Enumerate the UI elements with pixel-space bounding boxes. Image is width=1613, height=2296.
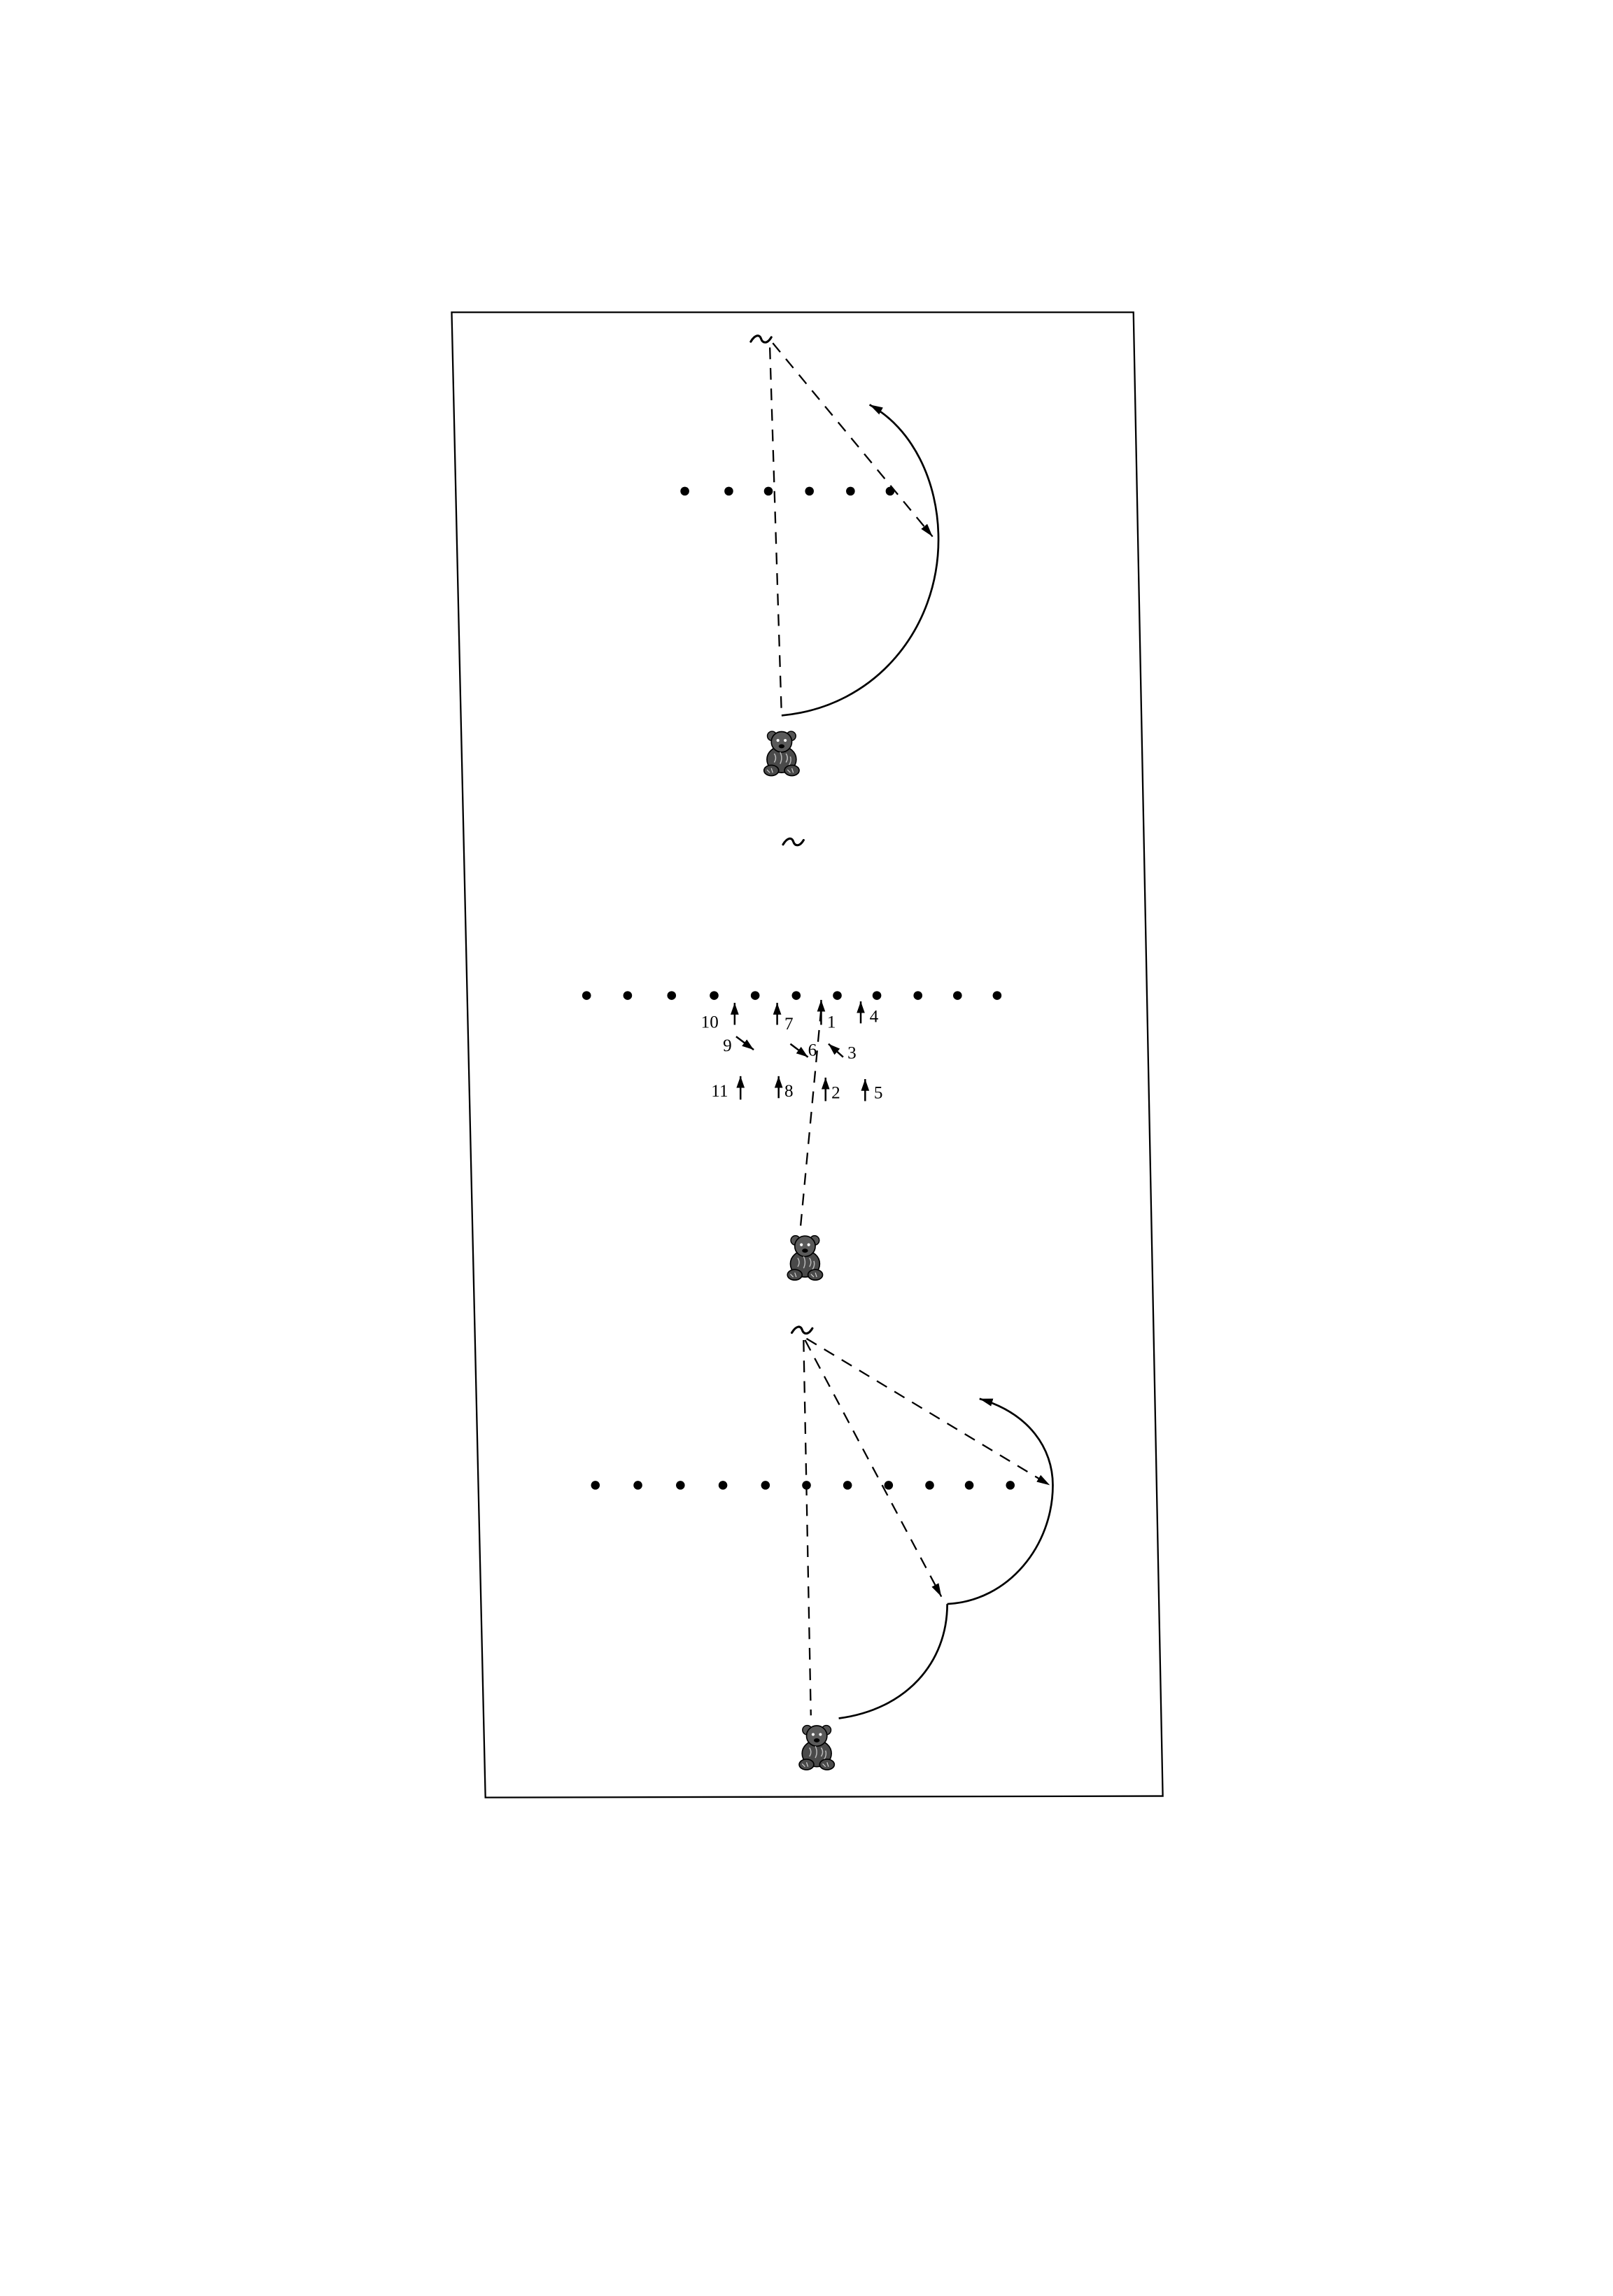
position-label: 2 <box>831 1083 840 1102</box>
position-arrow <box>789 1043 809 1058</box>
marker-dot <box>680 486 689 496</box>
dashed-line <box>768 347 783 716</box>
marker-dot <box>872 991 882 1000</box>
marker-dot <box>667 991 677 1000</box>
marker-dot <box>953 991 962 1000</box>
position-label: 7 <box>784 1015 794 1034</box>
curved-arrow <box>947 1397 1054 1605</box>
position-label: 8 <box>784 1082 794 1101</box>
middle-drill: 10 7 1 4 9 6 3 11 8 2 5 <box>582 837 1002 1281</box>
position-label: 10 <box>701 1013 719 1032</box>
marker-dot <box>710 991 719 1000</box>
dashed-line <box>803 1339 812 1716</box>
marker-dot <box>633 1481 642 1490</box>
dummy-icon <box>782 837 805 847</box>
dot-row <box>582 991 1002 1000</box>
marker-dot <box>591 1481 600 1490</box>
dummy-icon <box>790 1325 814 1335</box>
bottom-drill <box>591 1325 1054 1771</box>
marker-dot <box>623 991 633 1000</box>
marker-dot <box>750 991 760 1000</box>
dog-icon <box>798 1724 836 1771</box>
position-label: 1 <box>827 1013 836 1032</box>
dashed-arrow <box>805 1337 1050 1486</box>
marker-dot <box>763 486 773 496</box>
marker-dot <box>843 1481 852 1490</box>
dog-icon <box>787 1234 824 1281</box>
marker-dot <box>964 1481 974 1490</box>
position-label: 3 <box>847 1044 857 1063</box>
dot-row <box>680 486 895 496</box>
dashed-arrow <box>772 342 934 537</box>
dashed-arrow <box>804 1339 943 1598</box>
dummy-icon <box>749 334 773 344</box>
marker-dot <box>885 486 895 496</box>
marker-dot <box>846 486 855 496</box>
marker-dot <box>884 1481 894 1490</box>
marker-dot <box>718 1481 728 1490</box>
marker-dot <box>791 991 801 1000</box>
marker-dot <box>925 1481 934 1490</box>
marker-dot <box>676 1481 685 1490</box>
marker-dot <box>582 991 591 1000</box>
marker-dot <box>724 486 733 496</box>
marker-dot <box>913 991 923 1000</box>
dot-row <box>591 1481 1015 1490</box>
position-label: 5 <box>874 1083 883 1102</box>
dashed-line <box>799 1008 822 1226</box>
curved-arrow <box>838 1604 948 1719</box>
dog-icon <box>763 731 801 777</box>
position-label: 4 <box>870 1007 879 1026</box>
top-drill <box>680 334 940 777</box>
marker-dot <box>805 486 814 496</box>
position-label: 9 <box>723 1036 732 1055</box>
marker-dot <box>833 991 842 1000</box>
marker-dot <box>992 991 1002 1000</box>
position-label: 11 <box>711 1082 728 1101</box>
position-arrow <box>735 1036 754 1051</box>
position-arrow <box>828 1043 844 1058</box>
curved-arrow <box>781 404 940 717</box>
marker-dot <box>802 1481 811 1490</box>
marker-dot <box>761 1481 770 1490</box>
field-border <box>451 311 1164 1798</box>
marker-dot <box>1006 1481 1015 1490</box>
position-label: 6 <box>808 1041 817 1060</box>
